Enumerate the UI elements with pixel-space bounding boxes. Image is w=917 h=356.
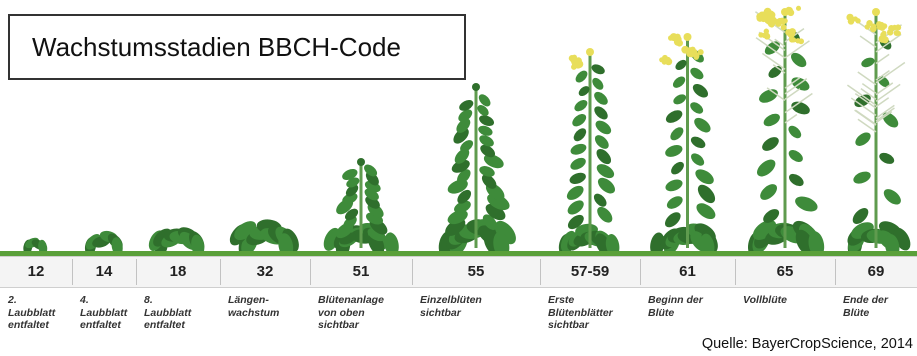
bbch-code-18: 18: [136, 257, 220, 287]
code-separator: [136, 259, 137, 285]
code-separator: [220, 259, 221, 285]
plant-stage-55: [437, 83, 520, 256]
code-separator: [310, 259, 311, 285]
code-separator: [72, 259, 73, 285]
bbch-code-61: 61: [640, 257, 735, 287]
stage-description-12: 2. Laubblatt entfaltet: [8, 294, 72, 332]
stage-description-57-59: Erste Blütenblätter sichtbar: [548, 294, 640, 332]
code-separator: [835, 259, 836, 285]
code-separator: [412, 259, 413, 285]
stage-description-51: Blütenanlage von oben sichtbar: [318, 294, 412, 332]
stage-description-32: Längen- wachstum: [228, 294, 310, 319]
source-credit: Quelle: BayerCropScience, 2014: [702, 336, 913, 352]
bbch-code-12: 12: [0, 257, 72, 287]
code-separator: [735, 259, 736, 285]
bbch-code-14: 14: [72, 257, 136, 287]
bbch-code-69: 69: [835, 257, 917, 287]
stage-description-65: Vollblüte: [743, 294, 835, 307]
diagram-title: Wachstumsstadien BBCH-Code: [8, 14, 466, 80]
plant-stage-69: [844, 8, 914, 256]
code-separator: [640, 259, 641, 285]
stage-description-14: 4. Laubblatt entfaltet: [80, 294, 136, 332]
bbch-code-row: 12141832515557-59616569: [0, 256, 917, 288]
bbch-code-65: 65: [735, 257, 835, 287]
bbch-code-51: 51: [310, 257, 412, 287]
plant-stage-57-59: [557, 48, 621, 256]
code-separator: [540, 259, 541, 285]
stage-description-18: 8. Laubblatt entfaltet: [144, 294, 220, 332]
plant-stage-61: [648, 33, 721, 256]
plant-stage-51: [320, 158, 400, 256]
bbch-code-57-59: 57-59: [540, 257, 640, 287]
bbch-code-32: 32: [220, 257, 310, 287]
bbch-code-55: 55: [412, 257, 540, 287]
plant-stage-65: [746, 6, 826, 256]
stage-description-61: Beginn der Blüte: [648, 294, 735, 319]
stage-description-55: Einzelblüten sichtbar: [420, 294, 540, 319]
stage-description-69: Ende der Blüte: [843, 294, 917, 319]
